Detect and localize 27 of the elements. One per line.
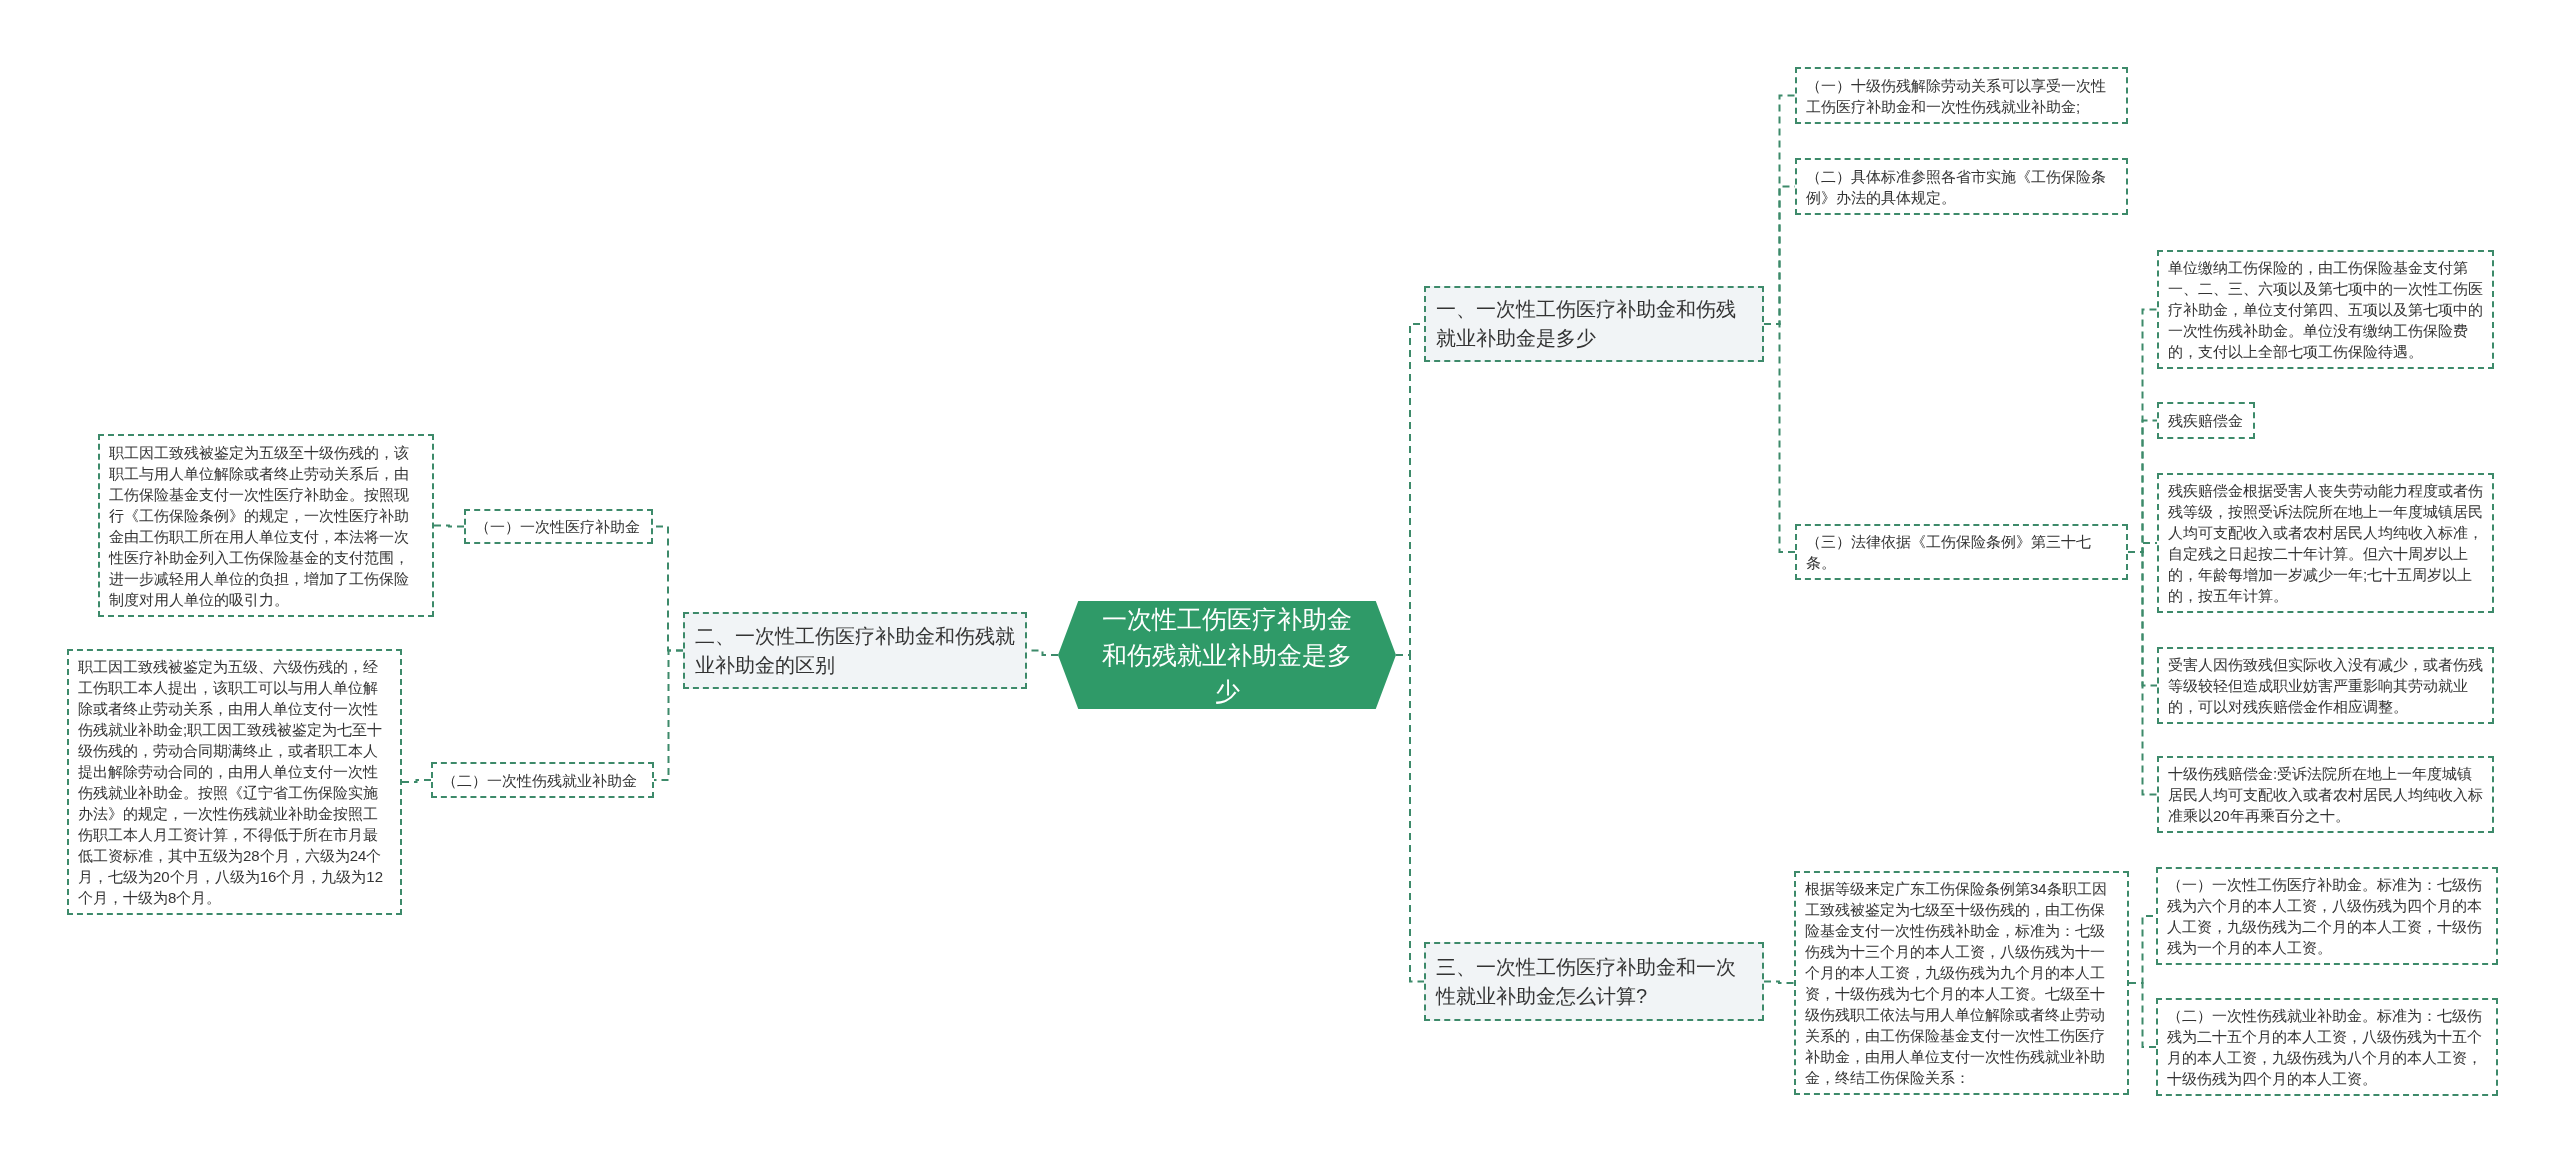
topic-box: 三、一次性工伤医疗补助金和一次性就业补助金怎么计算? xyxy=(1424,942,1764,1021)
text-box: （二）一次性伤残就业补助金 xyxy=(431,762,654,798)
connector-line xyxy=(1763,980,1795,984)
text-box: 职工因工致残被鉴定为五级至十级伤残的，该职工与用人单位解除或者终止劳动关系后，由工伤保险基金支付一次性医疗补助金。按照现行《工伤保险条例》的规定，一次性医疗补助金由工伤职工所在用人单位支付，本法将一次性医疗补助金列入工伤保险基金的支付范围，进一步减轻用人单位的负担，增加了工伤保险制度对用人单位的吸引力。 xyxy=(98,434,434,617)
text-box: （三）法律依据《工伤保险条例》第三十七条。 xyxy=(1795,524,2128,580)
connector-line xyxy=(401,779,432,783)
text-box: （一）一次性医疗补助金 xyxy=(464,509,653,544)
topic-box: 二、一次性工伤医疗补助金和伤残就业补助金的区别 xyxy=(683,612,1027,689)
text-box: 受害人因伤致残但实际收入没有减少，或者伤残等级较轻但造成职业妨害严重影响其劳动就业的，可以对残疾赔偿金作相应调整。 xyxy=(2157,647,2494,724)
text-box: （一）一次性工伤医疗补助金。标准为：七级伤残为六个月的本人工资，八级伤残为四个月的本人工资，九级伤残为二个月的本人工资，十级伤残为一个月的本人工资。 xyxy=(2156,867,2498,965)
text-box: （二）具体标准参照各省市实施《工伤保险条例》办法的具体规定。 xyxy=(1795,158,2128,215)
text-box: （二）一次性伤残就业补助金。标准为：七级伤残为二十五个月的本人工资，八级伤残为十五个月的本人工资，九级伤残为八个月的本人工资，十级伤残为四个月的本人工资。 xyxy=(2156,998,2498,1096)
text-box: 残疾赔偿金根据受害人丧失劳动能力程度或者伤残等级，按照受诉法院所在地上一年度城镇居民人均可支配收入或者农村居民人均纯收入标准，自定残之日起按二十年计算。但六十周岁以上的，年龄每增加一岁减少一年;七十五周岁以上的，按五年计算。 xyxy=(2157,473,2494,613)
text-box: 残疾赔偿金 xyxy=(2157,402,2255,439)
connector-line xyxy=(2128,982,2157,1048)
text-box: （一）十级伤残解除劳动关系可以享受一次性工伤医疗补助金和一次性伤残就业补助金; xyxy=(1795,67,2128,124)
topic-box: 一、一次性工伤医疗补助金和伤残就业补助金是多少 xyxy=(1424,286,1764,362)
text-box: 根据等级来定广东工伤保险条例第34条职工因工致残被鉴定为七级至十级伤残的，由工伤保险基金支付一次性伤残补助金，标准为：七级伤残为十三个月的本人工资，八级伤残为十一个月的本人工资，九级伤残为九个月的本人工资，十级伤残为七个月的本人工资。七级至十级伤残职工依法与用人单位解除或者终止劳动关系的，由工伤保险基金支付一次性工伤医疗补助金，由用人单位支付一次性伤残就业补助金，终结工伤保险关系： xyxy=(1794,871,2129,1095)
central-topic-box: 一次性工伤医疗补助金和伤残就业补助金是多少 xyxy=(1058,601,1396,709)
text-box: 职工因工致残被鉴定为五级、六级伤残的，经工伤职工本人提出，该职工可以与用人单位解除或者终止劳动关系，由用人单位支付一次性伤残就业补助金;职工因工致残被鉴定为七至十级伤残的，劳动合同期满终止，或者职工本人提出解除劳动合同的，由用人单位支付一次性伤残就业补助金。按照《辽宁省工伤保险实施办法》的规定，一次性伤残就业补助金按照工伤职工本人月工资计算，不得低于所在市月最低工资标准，其中五级为28个月，六级为24个月，七级为20个月，八级为16个月，九级为12个月，十级为8个月。 xyxy=(67,649,402,915)
connector-line xyxy=(1763,323,1796,553)
connector-line xyxy=(2127,551,2158,796)
text-box: 单位缴纳工伤保险的，由工伤保险基金支付第一、二、三、六项以及第七项中的一次性工伤医疗补助金，单位支付第四、五项以及第七项中的一次性伤残补助金。单位没有缴纳工伤保险费的，支付以上全部七项工伤保险待遇。 xyxy=(2157,250,2494,369)
text-box: 十级伤残赔偿金:受诉法院所在地上一年度城镇居民人均可支配收入或者农村居民人均纯收入标准乘以20年再乘百分之十。 xyxy=(2157,756,2494,833)
connector-line xyxy=(1395,654,1425,983)
connector-line xyxy=(653,649,684,781)
connector-line xyxy=(433,524,465,528)
